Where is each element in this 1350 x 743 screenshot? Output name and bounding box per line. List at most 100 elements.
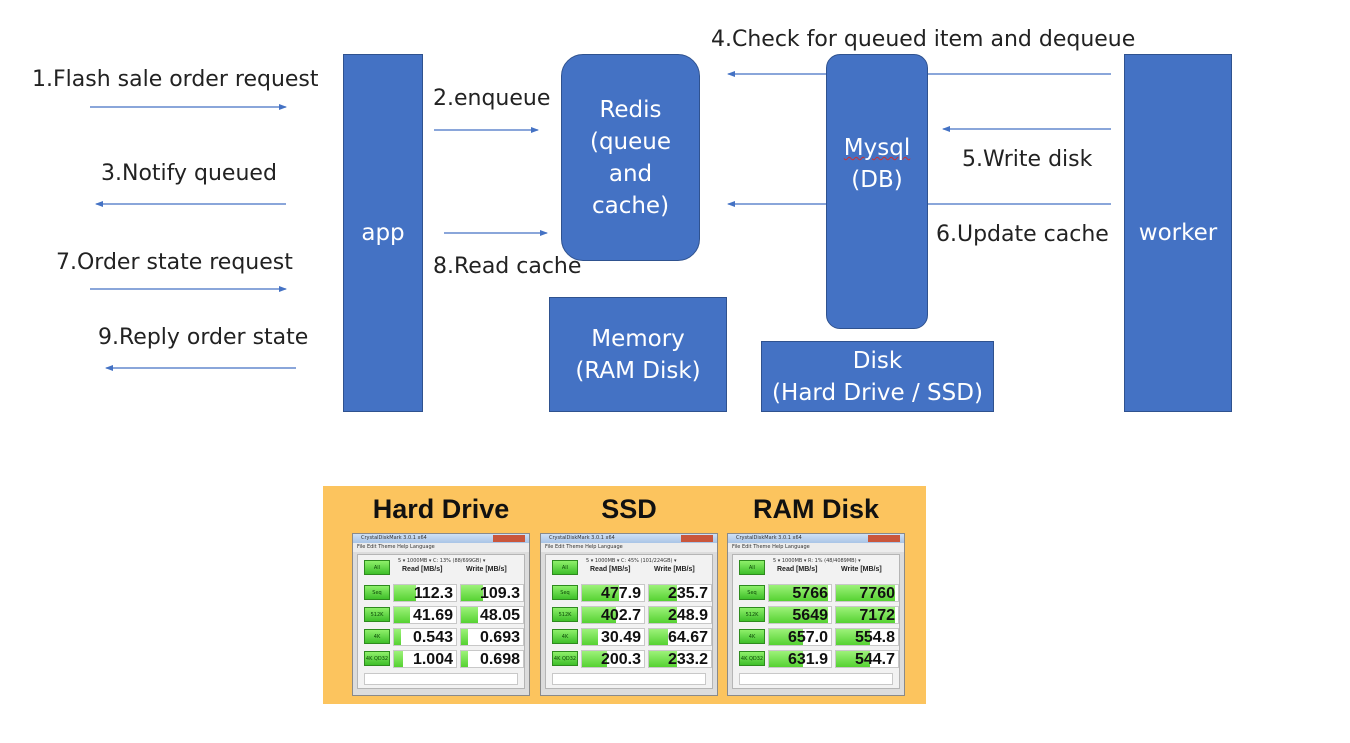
write-bar [649,607,677,623]
read-header: Read [MB/s] [590,566,631,573]
row-button[interactable]: 512K [552,607,578,622]
read-bar [769,629,804,645]
write-value: 7172 [859,607,895,624]
step-3-label: 3.Notify queued [101,161,277,186]
read-cell: 1.004 [393,650,457,668]
write-value: 544.7 [854,651,895,668]
write-bar [461,629,469,645]
row-button[interactable]: Seq [364,585,390,600]
step-7-label: 7.Order state request [56,250,293,275]
comment-field[interactable] [552,673,706,685]
write-cell: 7172 [835,606,899,624]
read-bar [394,607,410,623]
memory-label: Memory (RAM Disk) [575,325,701,384]
all-button[interactable]: All [739,560,765,575]
window-body: All 5 ▾ 1000MB ▾ R: 1% (48/4089MB) ▾ Rea… [732,554,900,689]
read-value: 477.9 [600,585,641,602]
write-value: 0.693 [479,629,520,646]
window-controls[interactable] [493,535,525,542]
write-bar [461,651,469,667]
read-bar [582,585,620,601]
write-cell: 7760 [835,584,899,602]
row-button[interactable]: 4K QD32 [739,651,765,666]
row-button[interactable]: 4K [739,629,765,644]
read-cell: 30.49 [581,628,645,646]
write-bar [461,607,479,623]
row-button[interactable]: 512K [364,607,390,622]
write-header: Write [MB/s] [654,566,695,573]
write-bar [461,585,483,601]
row-button[interactable]: Seq [552,585,578,600]
write-cell: 544.7 [835,650,899,668]
benchmark-panel: Hard Drive SSD RAM Disk CrystalDiskMark … [323,486,926,704]
write-cell: 248.9 [648,606,712,624]
crystaldiskmark-window-hard-drive: CrystalDiskMark 3.0.1 x64 File Edit Them… [352,533,530,696]
drive-selector[interactable]: 5 ▾ 1000MB ▾ C: 45% (101/224GB) ▾ [586,558,677,564]
window-titlebar: CrystalDiskMark 3.0.1 x64 [728,534,904,543]
read-cell: 5649 [768,606,832,624]
write-value: 0.698 [479,651,520,668]
row-button[interactable]: 4K [552,629,578,644]
read-value: 112.3 [413,585,453,602]
window-title: CrystalDiskMark 3.0.1 x64 [549,535,615,541]
read-cell: 657.0 [768,628,832,646]
row-button[interactable]: 4K QD32 [364,651,390,666]
read-cell: 5766 [768,584,832,602]
redis-box: Redis (queue and cache) [561,54,700,261]
write-cell: 48.05 [460,606,524,624]
window-controls[interactable] [681,535,713,542]
window-controls[interactable] [868,535,900,542]
comment-field[interactable] [739,673,893,685]
comment-field[interactable] [364,673,518,685]
write-bar [836,607,895,623]
read-value: 631.9 [787,651,828,668]
write-value: 109.3 [479,585,520,602]
read-value: 30.49 [600,629,641,646]
write-value: 235.7 [667,585,708,602]
read-value: 0.543 [412,629,453,646]
crystaldiskmark-window-ram-disk: CrystalDiskMark 3.0.1 x64 File Edit Them… [727,533,905,696]
read-cell: 477.9 [581,584,645,602]
window-titlebar: CrystalDiskMark 3.0.1 x64 [541,534,717,543]
write-cell: 233.2 [648,650,712,668]
read-bar [394,651,404,667]
read-cell: 200.3 [581,650,645,668]
write-bar [836,651,871,667]
disk-box: Disk (Hard Drive / SSD) [761,341,994,412]
read-header: Read [MB/s] [402,566,443,573]
read-bar [769,651,804,667]
step-1-label: 1.Flash sale order request [32,67,319,92]
step-4-label: 4.Check for queued item and dequeue [711,27,1136,52]
read-cell: 402.7 [581,606,645,624]
write-cell: 109.3 [460,584,524,602]
window-menu[interactable]: File Edit Theme Help Language [541,543,717,552]
step-2-label: 2.enqueue [433,86,551,111]
row-button[interactable]: Seq [739,585,765,600]
read-bar [582,607,617,623]
write-cell: 554.8 [835,628,899,646]
drive-selector[interactable]: 5 ▾ 1000MB ▾ C: 13% (88/699GB) ▾ [398,558,486,564]
write-value: 233.2 [667,651,708,668]
read-value: 657.0 [787,629,828,646]
redis-label: Redis (queue and cache) [589,96,672,219]
mysql-sublabel: (DB) [851,167,903,193]
drive-selector[interactable]: 5 ▾ 1000MB ▾ R: 1% (48/4089MB) ▾ [773,558,861,564]
write-bar [836,585,895,601]
row-button[interactable]: 4K QD32 [552,651,578,666]
window-menu[interactable]: File Edit Theme Help Language [353,543,529,552]
read-bar [582,629,598,645]
window-body: All 5 ▾ 1000MB ▾ C: 45% (101/224GB) ▾ Re… [545,554,713,689]
worker-box: worker [1124,54,1232,412]
row-button[interactable]: 4K [364,629,390,644]
all-button[interactable]: All [552,560,578,575]
step-6-label: 6.Update cache [936,222,1109,247]
all-button[interactable]: All [364,560,390,575]
window-menu[interactable]: File Edit Theme Help Language [728,543,904,552]
read-value: 402.7 [600,607,641,624]
worker-label: worker [1138,220,1218,246]
write-bar [649,585,677,601]
disk-label: Disk (Hard Drive / SSD) [772,347,983,406]
write-value: 48.05 [479,607,520,624]
write-cell: 0.698 [460,650,524,668]
row-button[interactable]: 512K [739,607,765,622]
